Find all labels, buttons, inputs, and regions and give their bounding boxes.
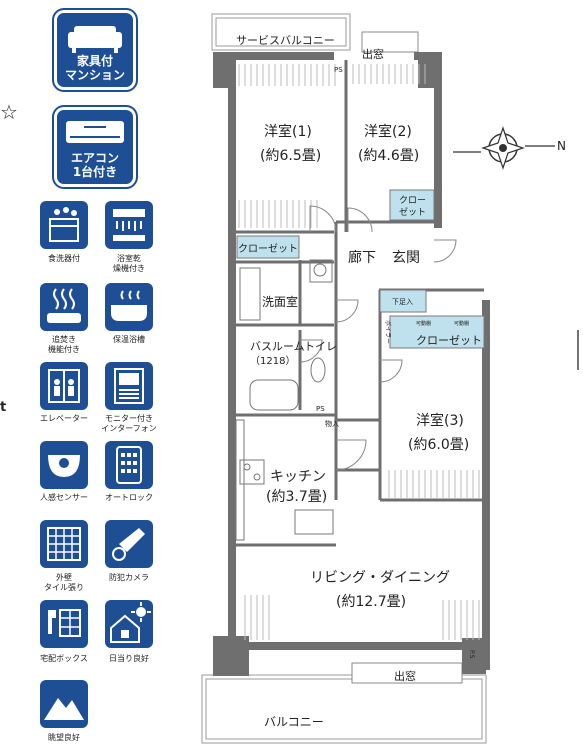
- north-label: N: [557, 139, 566, 153]
- balcony: [201, 674, 487, 744]
- feature-label-reheat: 追焚き 機能付き: [48, 335, 80, 354]
- badge-line2: マンション: [64, 68, 125, 82]
- delivery-box-icon: [40, 600, 88, 648]
- bathroom-name: バスルーム: [250, 340, 305, 353]
- shelf1-label: 可動棚: [416, 320, 431, 327]
- feature-label-camera: 防犯カメラ: [109, 573, 149, 582]
- text-fragment: t: [0, 400, 7, 415]
- ps-bottom-label: P.S: [468, 650, 475, 659]
- star-mark: ☆: [0, 100, 18, 124]
- closet-right-label: クローゼット: [416, 334, 482, 347]
- feature-label-dishwasher: 食洗器付: [48, 254, 80, 263]
- feature-label-delivery: 宅配ボックス: [40, 654, 88, 663]
- sunny-house-icon: [105, 600, 153, 648]
- feature-label-intercom: モニター付き インターフォン: [101, 414, 157, 433]
- motion-sensor-icon: [40, 441, 88, 489]
- bay-window-top-label: 出窓: [362, 47, 384, 61]
- service-balcony: [211, 13, 351, 51]
- sofa-icon: [68, 26, 122, 53]
- room3-name: 洋室(3): [416, 412, 464, 429]
- living-name: リビング・ダイニング: [310, 570, 450, 586]
- plan-labels: サービスバルコニー 出窓 PS 洋室(1) (約6.5畳) 洋室(2) (約4.…: [236, 34, 482, 729]
- washroom-label: 洗面室: [262, 294, 298, 309]
- badge-line1: エアコン: [70, 151, 119, 165]
- mountain-view-icon: [40, 680, 88, 728]
- closet-left-label: クローゼット: [238, 243, 298, 255]
- bay-window-top: [361, 31, 419, 53]
- hallway-label: 廊下: [348, 249, 376, 266]
- fixtures: [235, 259, 334, 541]
- shoe-box-label: 下足入: [392, 298, 413, 306]
- furnished-badge: 家具付 マンション: [54, 10, 136, 90]
- living-size: (約12.7畳): [336, 594, 406, 610]
- dishwasher-icon: [40, 201, 88, 249]
- auto-lock-icon: [105, 441, 153, 489]
- feature-label-sensor: 人感センサー: [40, 493, 88, 502]
- feature-label-tile: 外壁 タイル張り: [44, 573, 84, 592]
- shelf2-label: 可動棚: [454, 320, 469, 327]
- window-hatching: [238, 64, 480, 640]
- kitchen-name: キッチン: [270, 469, 326, 485]
- badge-line2: 1台付き: [72, 165, 118, 179]
- elevator-icon: [40, 362, 88, 410]
- room1-size: (約6.5畳): [260, 148, 321, 164]
- closets: [236, 189, 485, 349]
- doors: [299, 205, 457, 471]
- compass-icon: [453, 126, 555, 170]
- bay-window-bottom-label: 出窓: [394, 669, 416, 683]
- badge-line1: 家具付: [76, 54, 113, 68]
- storage-label: 物入: [325, 419, 339, 428]
- feature-label-elevator: エレベーター: [40, 414, 88, 423]
- feature-label-autolock: オートロック: [105, 493, 153, 502]
- reheat-bath-icon: [40, 283, 88, 331]
- closet-small-label-1: クロー: [399, 195, 426, 206]
- boiler-label: ボイラー: [384, 320, 392, 344]
- bathroom-size: （1218）: [250, 355, 295, 367]
- toilet-label: トイレ: [304, 340, 337, 353]
- security-camera-icon: [105, 520, 153, 568]
- interior-walls: [236, 60, 490, 547]
- intercom-icon: [105, 362, 153, 410]
- room2-name: 洋室(2): [364, 123, 412, 140]
- closet-small-label-2: ゼット: [399, 206, 426, 218]
- kitchen-size: (約3.7畳): [266, 489, 327, 505]
- feature-label-sunny: 日当り良好: [109, 654, 149, 663]
- feature-label-view: 眺望良好: [48, 733, 80, 742]
- tiled-wall-icon: [40, 520, 88, 568]
- air-conditioner-icon: [66, 121, 124, 143]
- room2-size: (約4.6畳): [358, 148, 419, 164]
- floor-plan: サービスバルコニー 出窓 PS 洋室(1) (約6.5畳) 洋室(2) (約4.…: [201, 13, 579, 744]
- feature-label-bathtub: 保温浴槽: [113, 335, 145, 344]
- aircon-badge: エアコン 1台付き: [54, 107, 136, 187]
- feature-label-dryer: 浴室乾 燥機付き: [113, 254, 145, 273]
- ps-top-label: PS: [334, 66, 343, 74]
- room3-size: (約6.0畳): [408, 437, 469, 453]
- ps-mid-label: PS: [316, 405, 325, 413]
- balcony-label: バルコニー: [264, 715, 324, 729]
- insulated-bathtub-icon: [105, 283, 153, 331]
- room1-name: 洋室(1): [264, 123, 312, 140]
- entrance-label: 玄関: [392, 249, 420, 266]
- service-balcony-label: サービスバルコニー: [236, 34, 335, 47]
- bathroom-dryer-icon: [105, 201, 153, 249]
